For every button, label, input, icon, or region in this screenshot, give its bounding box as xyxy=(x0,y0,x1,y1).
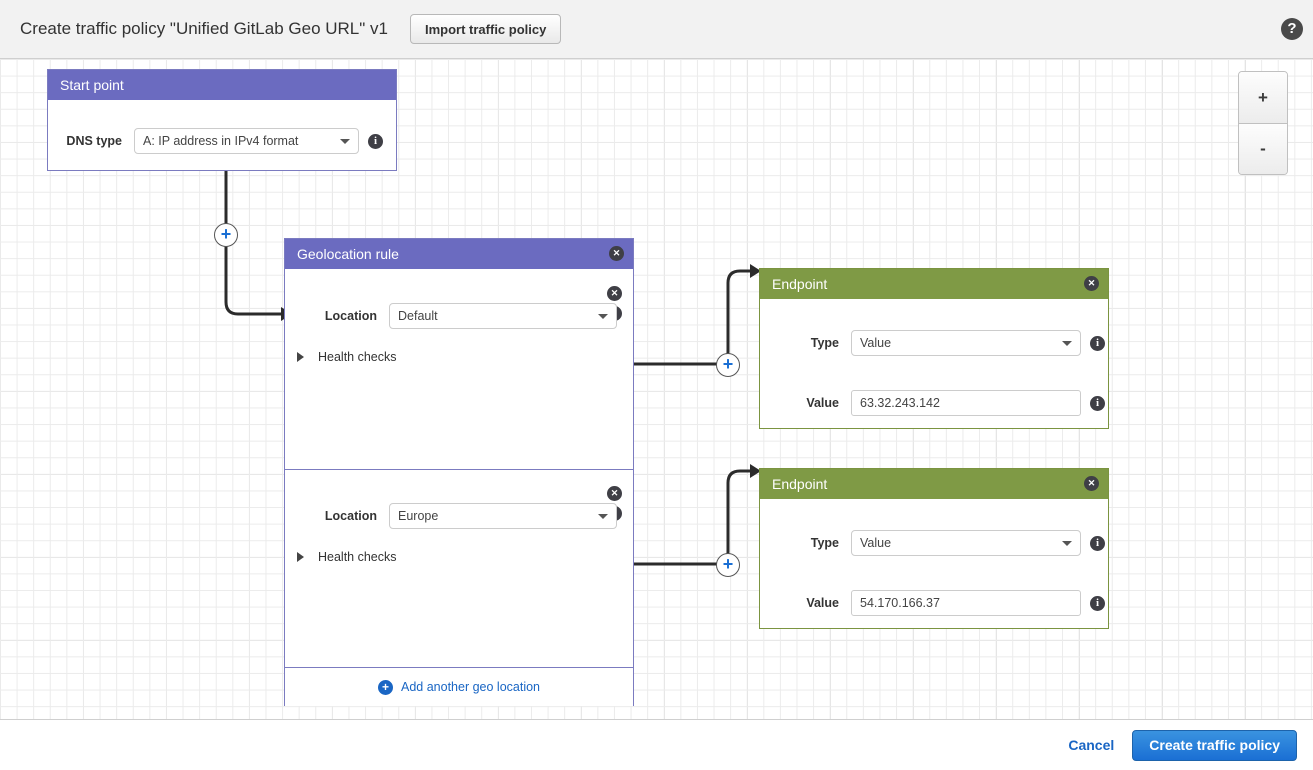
dns-type-label: DNS type xyxy=(66,134,122,148)
endpoint-type-value: Value xyxy=(860,336,892,350)
endpoint-body: Type Value Value 63.32.243.142 xyxy=(760,299,1108,416)
endpoint-header: Endpoint xyxy=(760,469,1108,499)
endpoint-value-row: Value 63.32.243.142 xyxy=(760,356,1108,416)
start-point-header: Start point xyxy=(48,70,396,100)
chevron-down-icon xyxy=(598,514,608,519)
chevron-right-icon xyxy=(297,352,304,362)
dns-type-info-icon[interactable] xyxy=(368,133,383,149)
add-another-geo-location-label: Add another geo location xyxy=(401,680,540,694)
health-checks-label: Health checks xyxy=(318,350,397,364)
endpoint-type-value: Value xyxy=(860,536,892,550)
location-label: Location xyxy=(324,309,377,323)
location-value: Default xyxy=(398,309,438,323)
endpoint-value-info-icon[interactable] xyxy=(1090,595,1105,611)
health-checks-toggle[interactable]: Health checks xyxy=(285,550,633,564)
location-label: Location xyxy=(324,509,377,523)
connector-add-button-endpoint-2[interactable]: + xyxy=(716,553,740,577)
geolocation-rule-body: Location Default Health checks Locatio xyxy=(285,269,633,706)
geolocation-rule-header: Geolocation rule xyxy=(285,239,633,269)
dns-type-value: A: IP address in IPv4 format xyxy=(143,134,299,148)
bottom-action-bar: Cancel Create traffic policy xyxy=(0,719,1313,770)
endpoint-header: Endpoint xyxy=(760,269,1108,299)
endpoint-type-select[interactable]: Value xyxy=(851,330,1081,356)
zoom-out-button[interactable]: - xyxy=(1239,123,1287,174)
page-title: Create traffic policy "Unified GitLab Ge… xyxy=(20,19,388,38)
plus-icon: + xyxy=(378,679,393,695)
dns-type-row: DNS type A: IP address in IPv4 format xyxy=(48,128,396,154)
top-header-bar: Create traffic policy "Unified GitLab Ge… xyxy=(0,0,1313,59)
endpoint-value-text: 63.32.243.142 xyxy=(860,396,940,410)
location-field-row: Location Europe xyxy=(285,470,633,529)
endpoint-body: Type Value Value 54.170.166.37 xyxy=(760,499,1108,616)
endpoint-value-info-icon[interactable] xyxy=(1090,395,1105,411)
endpoint-value-input[interactable]: 63.32.243.142 xyxy=(851,390,1081,416)
add-another-geo-location-button[interactable]: + Add another geo location xyxy=(285,667,633,706)
location-select[interactable]: Default xyxy=(389,303,617,329)
geolocation-rule-title: Geolocation rule xyxy=(297,246,399,262)
endpoint-value-input[interactable]: 54.170.166.37 xyxy=(851,590,1081,616)
close-icon[interactable] xyxy=(609,246,624,261)
endpoint-type-label: Type xyxy=(810,536,839,550)
endpoint-value-label: Value xyxy=(806,596,839,610)
connector-add-button-endpoint-1[interactable]: + xyxy=(716,353,740,377)
cancel-button[interactable]: Cancel xyxy=(1068,737,1115,753)
endpoint-value-row: Value 54.170.166.37 xyxy=(760,556,1108,616)
import-traffic-policy-button[interactable]: Import traffic policy xyxy=(409,14,562,44)
location-select[interactable]: Europe xyxy=(389,503,617,529)
endpoint-type-info-icon[interactable] xyxy=(1090,335,1105,351)
endpoint-value-label: Value xyxy=(806,396,839,410)
endpoint-node-2[interactable]: Endpoint Type Value Value 54.170.166.37 xyxy=(759,468,1109,629)
start-point-node[interactable]: Start point DNS type A: IP address in IP… xyxy=(47,69,397,171)
endpoint-type-info-icon[interactable] xyxy=(1090,535,1105,551)
geo-location-row: Location Default Health checks xyxy=(285,269,633,469)
location-value: Europe xyxy=(398,509,439,523)
chevron-down-icon xyxy=(1062,341,1072,346)
policy-canvas[interactable]: + + + Start point DNS type A: IP address… xyxy=(0,59,1313,719)
geolocation-rule-node[interactable]: Geolocation rule Location Default Health… xyxy=(284,238,634,706)
endpoint-title: Endpoint xyxy=(772,476,828,492)
chevron-down-icon xyxy=(598,314,608,319)
dns-type-select[interactable]: A: IP address in IPv4 format xyxy=(134,128,359,154)
geo-location-row: Location Europe Health checks xyxy=(285,470,633,666)
endpoint-type-select[interactable]: Value xyxy=(851,530,1081,556)
rule-row-divider xyxy=(285,469,633,470)
close-icon[interactable] xyxy=(1084,276,1099,291)
create-traffic-policy-button[interactable]: Create traffic policy xyxy=(1132,729,1297,761)
zoom-in-button[interactable]: + xyxy=(1239,72,1287,123)
remove-geo-location-icon[interactable] xyxy=(607,286,622,301)
remove-geo-location-icon[interactable] xyxy=(607,486,622,501)
endpoint-node-1[interactable]: Endpoint Type Value Value 63.32.243.142 xyxy=(759,268,1109,429)
start-point-body: DNS type A: IP address in IPv4 format xyxy=(48,128,396,154)
zoom-controls[interactable]: + - xyxy=(1238,71,1288,175)
endpoint-title: Endpoint xyxy=(772,276,828,292)
endpoint-type-label: Type xyxy=(810,336,839,350)
chevron-down-icon xyxy=(340,139,350,144)
connector-add-button-start[interactable]: + xyxy=(214,223,238,247)
location-field-row: Location Default xyxy=(285,269,633,329)
chevron-down-icon xyxy=(1062,541,1072,546)
endpoint-type-row: Type Value xyxy=(760,299,1108,356)
start-point-title: Start point xyxy=(60,77,124,93)
close-icon[interactable] xyxy=(1084,476,1099,491)
chevron-right-icon xyxy=(297,552,304,562)
endpoint-type-row: Type Value xyxy=(760,499,1108,556)
endpoint-value-text: 54.170.166.37 xyxy=(860,596,940,610)
health-checks-label: Health checks xyxy=(318,550,397,564)
help-icon[interactable]: ? xyxy=(1281,18,1303,40)
health-checks-toggle[interactable]: Health checks xyxy=(285,350,633,364)
